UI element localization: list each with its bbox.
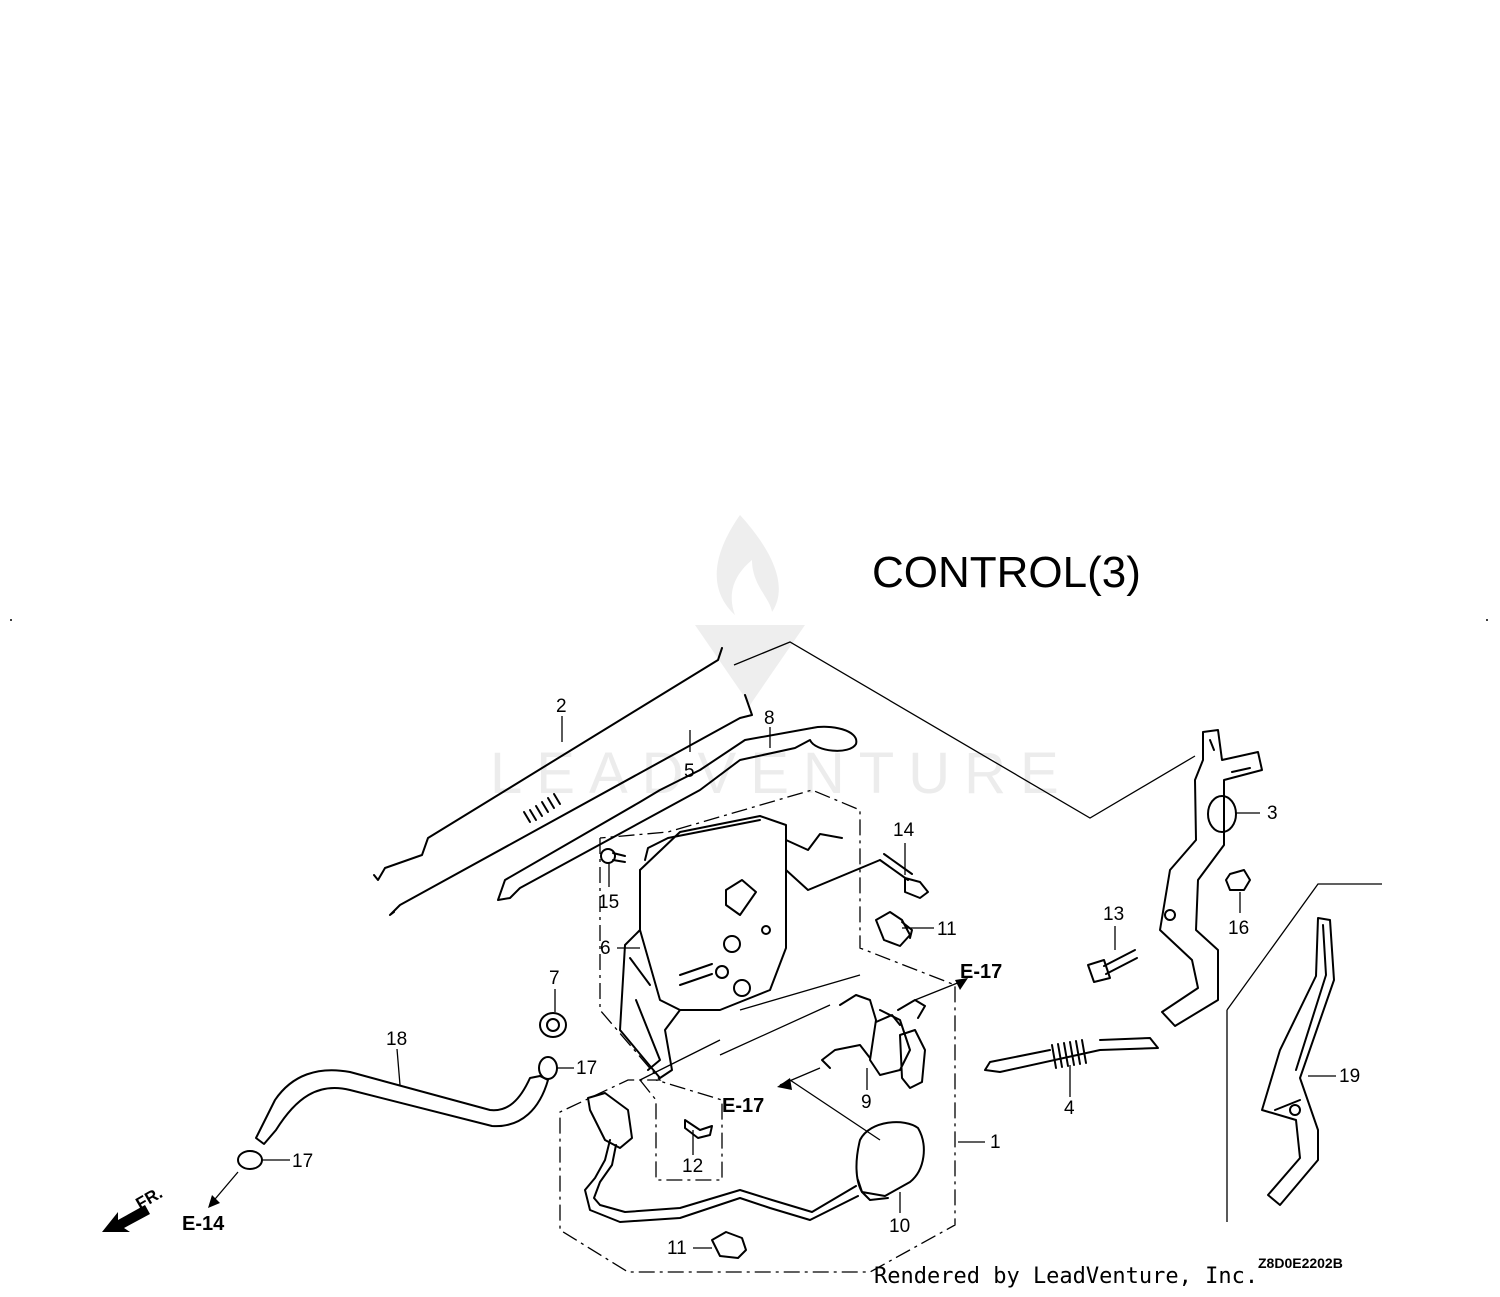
- edge-mark-left: [10, 619, 12, 621]
- bolt-12: [684, 1119, 713, 1139]
- callout-16: 16: [1228, 918, 1249, 939]
- callout-3: 3: [1267, 803, 1278, 824]
- callout-4: 4: [1064, 1098, 1075, 1119]
- callout-17-right: 17: [576, 1058, 597, 1079]
- callout-15: 15: [598, 892, 619, 913]
- nut-16: [1225, 869, 1251, 891]
- rod-8: [497, 725, 858, 901]
- assembly-outline-main: [559, 789, 956, 1273]
- ref-e17-upper: E-17: [960, 961, 1002, 983]
- callout-14: 14: [893, 820, 915, 841]
- ref-e14: E-14: [182, 1213, 225, 1235]
- edge-mark-right: [1486, 619, 1488, 621]
- knob-10: [584, 1092, 925, 1223]
- boundary-line-right: [733, 641, 1196, 819]
- valve-9: [821, 994, 926, 1089]
- callout-7: 7: [549, 968, 560, 989]
- ref-e17-lower: E-17: [722, 1095, 764, 1117]
- callout-5: 5: [684, 761, 695, 782]
- render-credit: Rendered by LeadVenture, Inc.: [874, 1264, 1259, 1289]
- callout-11-lower: 11: [667, 1238, 687, 1259]
- clip-11-upper: [875, 911, 913, 947]
- diagram-title: CONTROL(3): [872, 548, 1141, 597]
- rod-5: [389, 694, 753, 916]
- grommet-7: [539, 1012, 567, 1038]
- front-direction-arrow: FR.: [102, 1183, 166, 1232]
- bolt-14: [879, 853, 929, 899]
- diagram-code: Z8D0E2202B: [1258, 1255, 1343, 1271]
- callout-6: 6: [600, 938, 611, 959]
- clip-17-left: [237, 1150, 263, 1170]
- callout-19: 19: [1339, 1066, 1360, 1087]
- callout-1: 1: [990, 1132, 1001, 1153]
- callout-11-upper: 11: [937, 919, 957, 940]
- callout-18: 18: [386, 1029, 407, 1050]
- arrow-heads: [208, 978, 968, 1208]
- direction-label: FR.: [133, 1183, 166, 1213]
- assembly-outline-inner: [639, 1079, 723, 1181]
- callout-12: 12: [682, 1156, 703, 1177]
- bracket-3: [1159, 729, 1263, 1027]
- callout-9: 9: [861, 1092, 872, 1113]
- bolt-13: [1087, 949, 1138, 983]
- bracket-19: [1261, 917, 1335, 1206]
- boundary-line-19: [1226, 883, 1382, 1222]
- clip-17-right: [538, 1056, 558, 1080]
- callout-13: 13: [1103, 904, 1124, 925]
- rod-2: [373, 647, 723, 881]
- callout-8: 8: [764, 708, 775, 729]
- spring-4: [984, 1037, 1159, 1073]
- watermark-logo: [695, 515, 805, 705]
- callout-10: 10: [889, 1216, 910, 1237]
- control-base-6: [619, 815, 881, 1079]
- callout-2: 2: [556, 696, 567, 717]
- tube-18: [255, 1069, 549, 1145]
- callout-leaders: [209, 716, 1336, 1249]
- clip-11-lower: [711, 1231, 747, 1259]
- screw-15: [600, 848, 626, 864]
- callout-17-left: 17: [292, 1151, 313, 1172]
